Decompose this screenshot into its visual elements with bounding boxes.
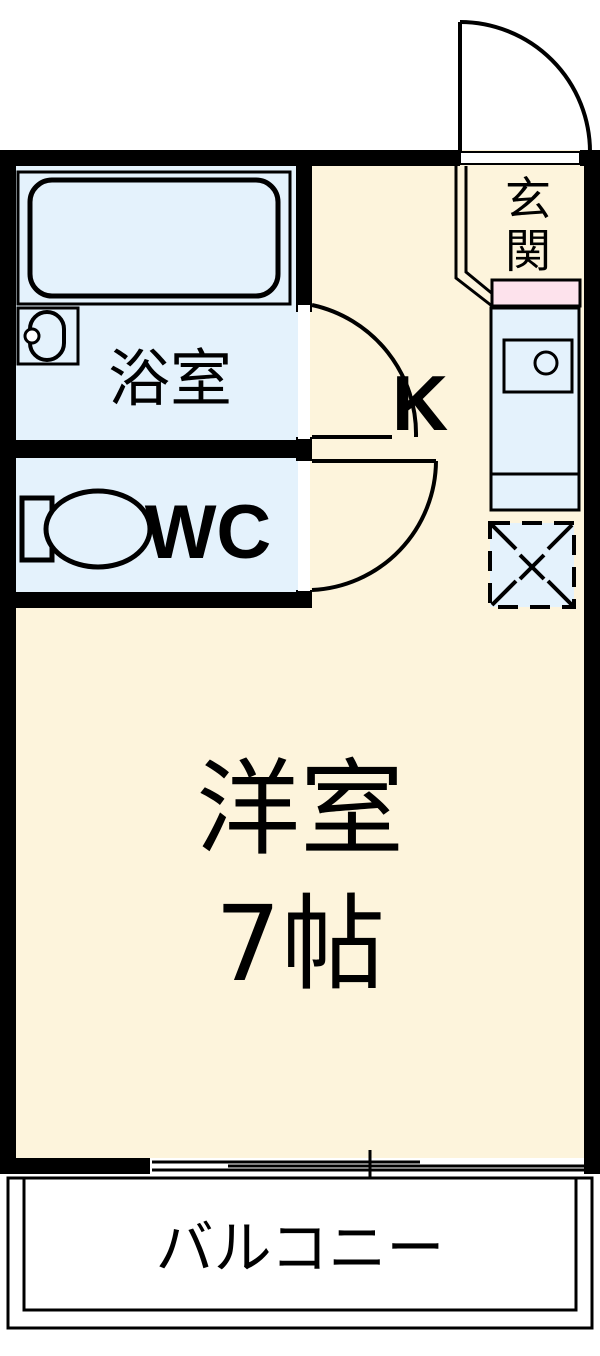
entrance-partition-wall bbox=[454, 166, 501, 308]
room-label-entrance-line2: 関 bbox=[505, 224, 551, 278]
washing-machine-space bbox=[488, 521, 576, 609]
balcony-sliding-door[interactable] bbox=[150, 1150, 584, 1186]
bathroom-door-jamb bbox=[298, 305, 310, 439]
room-label-kitchen: K bbox=[392, 359, 448, 447]
entrance-door[interactable] bbox=[458, 20, 592, 153]
entrance-area bbox=[454, 20, 592, 308]
bathtub bbox=[16, 170, 292, 306]
toilet-bowl bbox=[19, 488, 153, 570]
toilet-door-jamb bbox=[298, 461, 310, 591]
balcony bbox=[6, 1176, 594, 1330]
room-label-entrance-line1: 玄 bbox=[505, 172, 551, 226]
washbasin bbox=[16, 306, 80, 366]
room-size-main-room: 7帖 bbox=[215, 883, 385, 1005]
toilet-door[interactable] bbox=[311, 459, 438, 592]
interior-walls bbox=[16, 157, 312, 608]
room-label-main-room: 洋室 bbox=[196, 748, 404, 870]
room-label-bathroom: 浴室 bbox=[108, 342, 232, 415]
room-label-balcony: バルコニー bbox=[156, 1214, 445, 1282]
room-label-toilet: WC bbox=[145, 490, 272, 575]
kitchen-sink bbox=[489, 306, 581, 512]
bathroom-door[interactable] bbox=[311, 303, 419, 439]
shoe-cabinet bbox=[490, 278, 582, 308]
